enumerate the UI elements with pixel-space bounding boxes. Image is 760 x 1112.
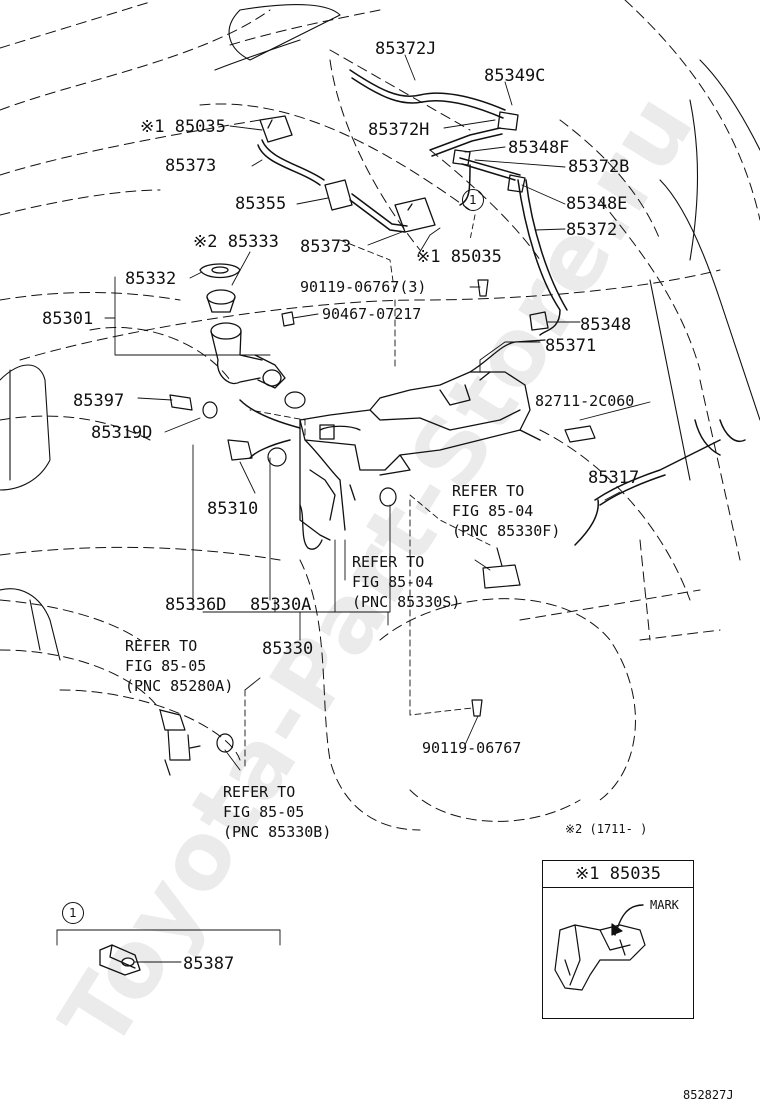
version-note: ※2 (1711- ): [565, 822, 648, 836]
label-85348E: 85348E: [566, 194, 628, 214]
callout-marker-1: 1: [462, 189, 484, 211]
leader-lines: [56, 54, 651, 963]
refer-fig-85-05-85280A[interactable]: REFER TO FIG 85-05 (PNC 85280A): [125, 637, 234, 695]
callout-marker-1-legend: 1: [62, 902, 84, 924]
label-90119-06767: 90119-06767: [422, 739, 522, 757]
label-85348F: 85348F: [508, 138, 570, 158]
inset-nozzle-drawing: [554, 904, 646, 991]
nozzles: [259, 111, 549, 331]
label-85373-a: 85373: [165, 156, 217, 176]
label-85336D: 85336D: [165, 595, 227, 615]
label-85372B: 85372B: [568, 157, 630, 177]
label-85301: 85301: [42, 309, 94, 329]
label-85372J: 85372J: [375, 39, 437, 59]
vehicle-body-outline: [0, 0, 760, 831]
label-85333: ※2 85333: [193, 232, 279, 252]
label-85387: 85387: [183, 954, 235, 974]
label-90119-06767-3: 90119-06767(3): [300, 278, 427, 296]
label-85349C: 85349C: [484, 66, 546, 86]
refer-fig-85-05-85330B[interactable]: REFER TO FIG 85-05 (PNC 85330B): [223, 783, 332, 841]
refer-fig-85-04-85330F[interactable]: REFER TO FIG 85-04 (PNC 85330F): [452, 482, 561, 540]
label-85319D: 85319D: [91, 423, 153, 443]
label-85035-top: ※1 85035: [140, 117, 226, 137]
small-parts: [159, 279, 596, 776]
washer-tank: [299, 339, 546, 550]
label-85397: 85397: [73, 391, 125, 411]
label-82711-2C060: 82711-2C060: [535, 392, 635, 410]
label-85372H: 85372H: [368, 120, 430, 140]
diagram-code: 852827J: [683, 1088, 734, 1102]
label-85371: 85371: [545, 336, 597, 356]
inset-mark-label: MARK: [650, 898, 679, 912]
label-85317: 85317: [588, 468, 640, 488]
part-85387: [99, 944, 141, 976]
label-90467-07217: 90467-07217: [322, 305, 422, 323]
label-85348: 85348: [580, 315, 632, 335]
label-85330: 85330: [262, 639, 314, 659]
filler-neck: [199, 263, 286, 389]
label-85355: 85355: [235, 194, 287, 214]
label-85310: 85310: [207, 499, 259, 519]
vehicle-body-solid: [0, 4, 760, 661]
label-85373-b: 85373: [300, 237, 352, 257]
refer-fig-85-04-85330S[interactable]: REFER TO FIG 85-04 (PNC 85330S): [352, 553, 461, 611]
label-85372: 85372: [566, 220, 618, 240]
inset-85035: ※1 85035: [542, 860, 694, 1019]
label-85330A: 85330A: [250, 595, 312, 615]
label-85035-mid: ※1 85035: [416, 247, 502, 267]
inset-title: ※1 85035: [543, 861, 693, 888]
label-85332: 85332: [125, 269, 177, 289]
